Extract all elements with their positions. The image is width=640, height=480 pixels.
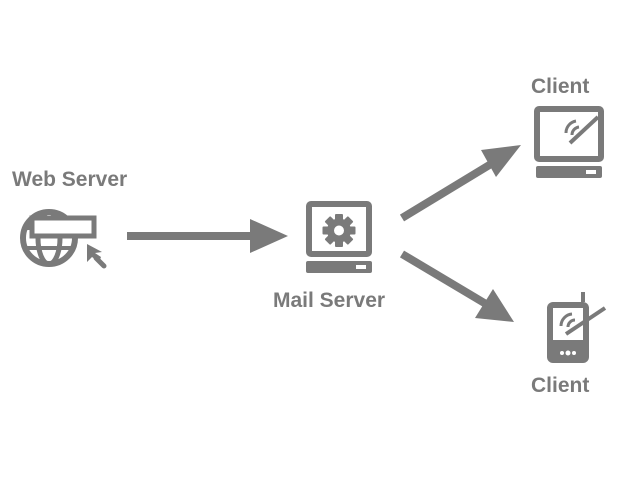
globe-cursor-icon: [20, 209, 107, 269]
wireless-icon: [564, 115, 600, 145]
monitor-wireless-icon: [534, 106, 604, 178]
client-desktop-label: Client: [531, 75, 590, 98]
client-mobile-label: Client: [531, 374, 590, 397]
web-server-label: Web Server: [12, 168, 128, 191]
wireless-icon: [559, 306, 607, 336]
edge-mail-to-desktop: [399, 145, 521, 222]
edge-web-to-mail: [127, 219, 288, 253]
mail-server-label: Mail Server: [273, 289, 386, 312]
phone-wireless-icon: [547, 292, 607, 363]
gear-icon: [322, 214, 356, 247]
monitor-gear-icon: [306, 201, 372, 273]
edge-mail-to-mobile: [399, 250, 514, 322]
